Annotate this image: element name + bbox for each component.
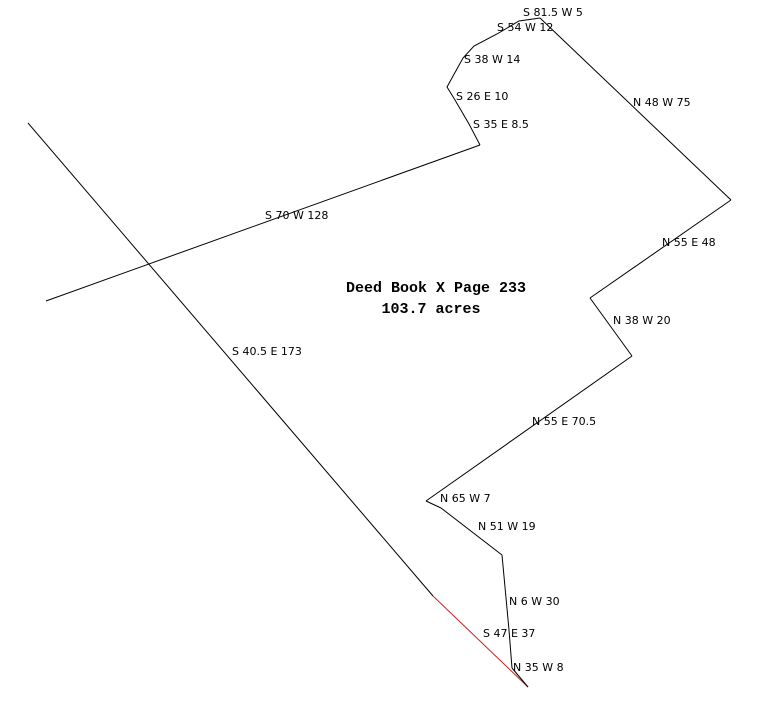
- course-labels: S 81.5 W 5 S 54 W 12 S 38 W 14 S 26 E 10…: [232, 6, 716, 674]
- call-label-s54w12: S 54 W 12: [497, 21, 553, 34]
- edge-n48w75: [539, 17, 732, 201]
- call-label-n65w7: N 65 W 7: [440, 492, 491, 505]
- edge-n35w8-tail: [511, 667, 529, 688]
- edge-n51w19: [440, 507, 503, 556]
- call-label-n55e48: N 55 E 48: [662, 236, 716, 249]
- call-label-s70w128: S 70 W 128: [265, 209, 328, 222]
- edge-n6w30: [501, 554, 510, 631]
- edge-n55e48: [589, 199, 732, 299]
- call-label-n35w8: N 35 W 8: [513, 661, 564, 674]
- call-label-s38w14: S 38 W 14: [464, 53, 520, 66]
- call-label-s35e85: S 35 E 8.5: [473, 118, 529, 131]
- edge-s405e173: [27, 122, 434, 597]
- call-label-n48w75: N 48 W 75: [633, 96, 691, 109]
- call-label-s47e37: S 47 E 37: [483, 627, 535, 640]
- edge-n55e705: [425, 355, 633, 502]
- call-label-n55e705: N 55 E 70.5: [532, 415, 596, 428]
- boundary-lines: [27, 17, 732, 688]
- deed-reference: Deed Book X Page 233: [346, 280, 526, 297]
- call-label-n51w19: N 51 W 19: [478, 520, 536, 533]
- edge-n65w7: [425, 500, 442, 509]
- edge-n35w8: [508, 629, 513, 669]
- call-label-n38w20: N 38 W 20: [613, 314, 671, 327]
- edge-s47e37-closing: [432, 595, 529, 688]
- edge-north-spur: [446, 17, 541, 146]
- edge-s70w128: [45, 144, 481, 302]
- call-label-s815w5: S 81.5 W 5: [523, 6, 583, 19]
- call-label-s405e173: S 40.5 E 173: [232, 345, 302, 358]
- edge-n38w20: [589, 297, 633, 357]
- call-label-s26e10: S 26 E 10: [456, 90, 508, 103]
- tract-title: Deed Book X Page 233 103.7 acres: [346, 280, 526, 318]
- acreage: 103.7 acres: [381, 301, 480, 318]
- call-label-n6w30: N 6 W 30: [509, 595, 560, 608]
